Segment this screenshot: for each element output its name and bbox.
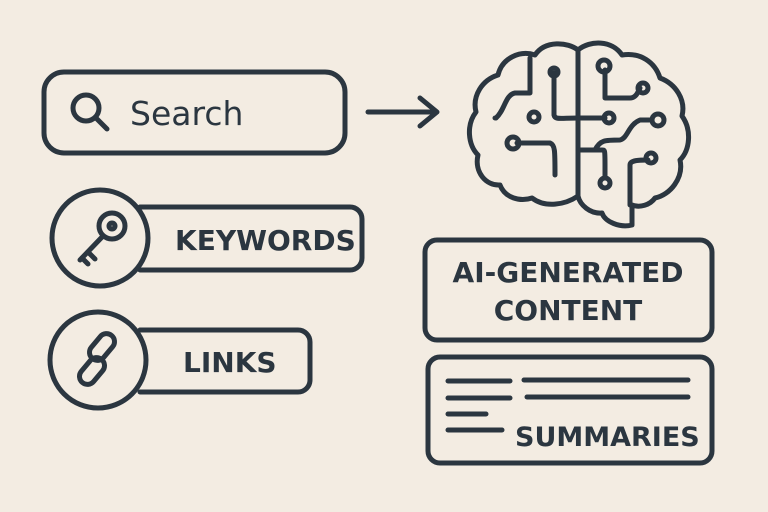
ai-content-line1: AI-GENERATED xyxy=(453,256,684,289)
summaries-label: SUMMARIES xyxy=(515,422,700,453)
keywords-item[interactable]: KEYWORDS xyxy=(49,187,365,289)
search-icon xyxy=(70,92,110,132)
keywords-label: KEYWORDS xyxy=(175,224,356,257)
links-label: LINKS xyxy=(183,346,277,379)
arrow-icon xyxy=(365,95,440,129)
ai-generated-content-box[interactable]: AI-GENERATED CONTENT xyxy=(422,237,715,343)
text-lines-icon xyxy=(445,377,691,433)
ai-content-line2: CONTENT xyxy=(494,294,643,327)
link-icon xyxy=(77,331,117,387)
summaries-box[interactable]: SUMMARIES xyxy=(425,354,715,466)
search-label: Search xyxy=(130,94,243,133)
search-box[interactable]: Search xyxy=(41,69,348,156)
brain-circuit-icon xyxy=(467,40,691,229)
key-icon xyxy=(77,210,128,267)
links-item[interactable]: LINKS xyxy=(47,309,313,411)
